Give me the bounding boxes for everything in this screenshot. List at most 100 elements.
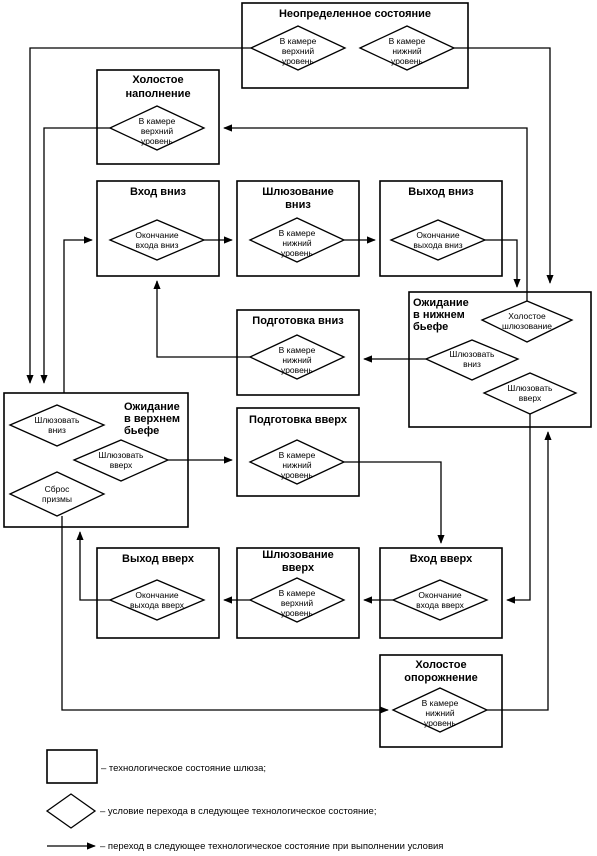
transition-arrow bbox=[40, 127, 110, 384]
svg-text:призмы: призмы bbox=[42, 494, 72, 504]
svg-text:Сброс: Сброс bbox=[45, 484, 70, 494]
svg-text:нижний: нижний bbox=[392, 46, 422, 56]
transition-arrow bbox=[485, 239, 521, 288]
state-title-line2: вниз bbox=[285, 199, 311, 211]
svg-text:вниз: вниз bbox=[48, 425, 66, 435]
state-title-line1: Ожидание bbox=[413, 297, 469, 309]
svg-text:уровень: уровень bbox=[281, 365, 313, 375]
svg-text:Окончание: Окончание bbox=[135, 590, 178, 600]
state-title: Подготовка вверх bbox=[249, 414, 348, 426]
svg-text:шлюзование: шлюзование bbox=[502, 321, 552, 331]
transition-arrow bbox=[153, 280, 250, 358]
state-title-line2: опорожнение bbox=[404, 672, 477, 684]
state-title-line2: вверх bbox=[282, 562, 315, 574]
condition-lock-up-cmd: Шлюзовать вверх bbox=[482, 372, 578, 415]
condition-lock-down-cmd: Шлюзовать вниз bbox=[424, 339, 520, 381]
condition-chamber-upper: В камере верхний уровень bbox=[108, 105, 206, 151]
transition-arrow bbox=[63, 236, 93, 393]
svg-text:уровень: уровень bbox=[282, 56, 314, 66]
transitions bbox=[26, 47, 554, 714]
transition-arrow bbox=[506, 414, 531, 604]
condition-chamber-upper: В камере верхний уровень bbox=[249, 25, 347, 71]
svg-text:выхода вверх: выхода вверх bbox=[130, 600, 185, 610]
condition-chamber-lower: В камере нижний уровень bbox=[358, 25, 456, 71]
svg-text:В камере: В камере bbox=[389, 36, 426, 46]
state-title-line1: Шлюзование bbox=[262, 549, 334, 561]
svg-text:уровень: уровень bbox=[281, 248, 313, 258]
state-title-line1: Холостое bbox=[132, 74, 183, 86]
legend-transition-text: – переход в следующее технологическое со… bbox=[100, 841, 443, 852]
svg-text:верхний: верхний bbox=[282, 46, 314, 56]
transition-arrow bbox=[61, 516, 389, 714]
svg-text:Окончание: Окончание bbox=[418, 590, 461, 600]
svg-text:уровень: уровень bbox=[281, 470, 313, 480]
condition-end-exit-up: Окончание выхода вверх bbox=[108, 579, 206, 621]
svg-text:вниз: вниз bbox=[463, 359, 481, 369]
state-title-line2: в нижнем bbox=[413, 309, 465, 321]
condition-chamber-upper: В камере верхний уровень bbox=[248, 577, 346, 623]
svg-text:В камере: В камере bbox=[279, 450, 316, 460]
state-title: Выход вверх bbox=[122, 553, 195, 565]
svg-text:вверх: вверх bbox=[110, 460, 133, 470]
state-title-line1: Холостое bbox=[415, 659, 466, 671]
svg-text:Шлюзовать: Шлюзовать bbox=[508, 383, 554, 393]
svg-text:В камере: В камере bbox=[280, 36, 317, 46]
svg-text:Шлюзовать: Шлюзовать bbox=[99, 450, 145, 460]
condition-idle-locking: Холостое шлюзование bbox=[480, 300, 574, 343]
condition-chamber-lower: В камере нижний уровень bbox=[248, 334, 346, 380]
svg-text:В камере: В камере bbox=[139, 116, 176, 126]
svg-text:нижний: нижний bbox=[282, 355, 312, 365]
state-title-line3: бьефе bbox=[413, 321, 448, 333]
condition-chamber-lower: В камере нижний уровень bbox=[248, 439, 346, 485]
svg-text:Шлюзовать: Шлюзовать bbox=[450, 349, 496, 359]
legend-transition: – переход в следующее технологическое со… bbox=[47, 841, 443, 852]
state-title: Выход вниз bbox=[408, 186, 474, 198]
svg-text:уровень: уровень bbox=[281, 608, 313, 618]
state-title: Вход вниз bbox=[130, 186, 186, 198]
state-title-line2: наполнение bbox=[125, 88, 190, 100]
state-title-line1: Ожидание bbox=[124, 401, 180, 413]
state-title: Неопределенное состояние bbox=[279, 8, 431, 20]
transition-arrow bbox=[76, 531, 110, 601]
svg-text:Окончание: Окончание bbox=[416, 230, 459, 240]
svg-text:В камере: В камере bbox=[279, 345, 316, 355]
svg-text:Холостое: Холостое bbox=[508, 311, 546, 321]
state-prep-down: Подготовка вниз bbox=[236, 309, 360, 396]
svg-text:В камере: В камере bbox=[279, 228, 316, 238]
transition-arrow bbox=[26, 47, 251, 384]
condition-chamber-lower: В камере нижний уровень bbox=[391, 687, 489, 733]
state-title: Подготовка вниз bbox=[252, 315, 344, 327]
legend: – технологическое состояние шлюза; – усл… bbox=[45, 749, 443, 852]
svg-text:верхний: верхний bbox=[281, 598, 313, 608]
condition-reset-prism: Сброс призмы bbox=[8, 471, 106, 517]
transition-arrow bbox=[344, 461, 445, 544]
svg-text:Окончание: Окончание bbox=[135, 230, 178, 240]
condition-end-entry-up: Окончание входа вверх bbox=[391, 579, 489, 621]
svg-text:нижний: нижний bbox=[425, 708, 455, 718]
state-title-line2: в верхнем bbox=[124, 413, 180, 425]
svg-text:выхода вниз: выхода вниз bbox=[413, 240, 462, 250]
svg-text:нижний: нижний bbox=[282, 238, 312, 248]
transition-arrow bbox=[223, 124, 528, 301]
condition-chamber-lower: В камере нижний уровень bbox=[248, 217, 346, 263]
svg-text:В камере: В камере bbox=[279, 588, 316, 598]
state-idle-fill: Холостое наполнение bbox=[96, 69, 220, 165]
legend-condition-text: – условие перехода в следующее технологи… bbox=[100, 806, 376, 817]
svg-text:Шлюзовать: Шлюзовать bbox=[35, 415, 81, 425]
svg-text:В камере: В камере bbox=[422, 698, 459, 708]
svg-text:входа вверх: входа вверх bbox=[416, 600, 465, 610]
legend-state-text: – технологическое состояние шлюза; bbox=[101, 763, 266, 774]
svg-text:нижний: нижний bbox=[282, 460, 312, 470]
svg-text:верхний: верхний bbox=[141, 126, 173, 136]
transition-arrow bbox=[454, 47, 554, 284]
transition-arrow bbox=[487, 431, 552, 711]
state-title: Вход вверх bbox=[410, 553, 473, 565]
svg-text:входа вниз: входа вниз bbox=[135, 240, 178, 250]
svg-text:уровень: уровень bbox=[141, 136, 173, 146]
legend-state: – технологическое состояние шлюза; bbox=[46, 749, 266, 784]
svg-text:уровень: уровень bbox=[391, 56, 423, 66]
legend-condition: – условие перехода в следующее технологи… bbox=[45, 793, 376, 829]
svg-text:уровень: уровень bbox=[424, 718, 456, 728]
state-title-line3: бьефе bbox=[124, 425, 159, 437]
